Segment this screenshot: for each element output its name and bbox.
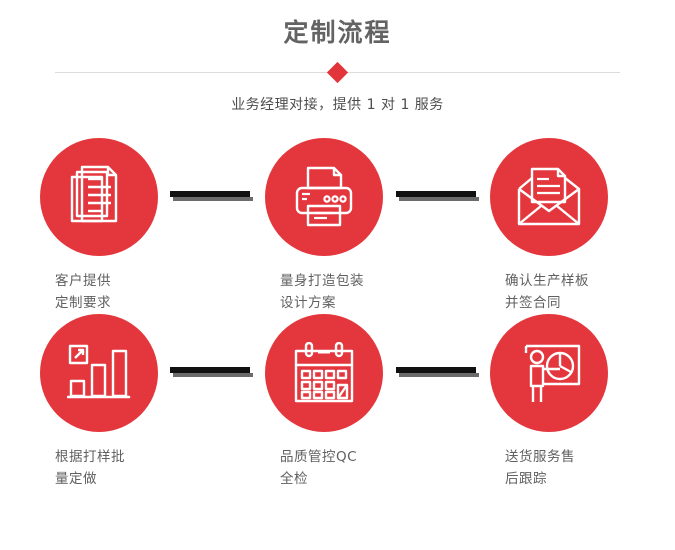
flow-row-top: 客户提供 定制要求	[0, 138, 675, 360]
step-2-caption: 量身打造包装 设计方案	[280, 270, 450, 314]
calendar-icon	[294, 342, 354, 403]
step-2-caption-line2: 设计方案	[280, 295, 336, 311]
step-4-caption-line2: 量定做	[55, 471, 97, 487]
step-5-caption-line2: 全检	[280, 471, 308, 487]
connector-shadow	[173, 373, 253, 377]
connector-step2-step3	[396, 191, 479, 201]
process-flow: 客户提供 定制要求	[0, 138, 675, 490]
connector-bar	[396, 191, 476, 197]
connector-shadow	[399, 197, 479, 201]
documents-stack-icon	[70, 165, 118, 223]
step-6-caption-line2: 后跟踪	[505, 471, 547, 487]
connector-step1-step2	[170, 191, 253, 201]
presenter-pie-chart-icon	[524, 344, 581, 402]
step-5-icon-circle	[265, 314, 383, 432]
flow-row-bottom: 根据打样批 量定做	[0, 314, 675, 490]
flow-step-4[interactable]: 根据打样批 量定做	[0, 314, 225, 490]
connector-shadow	[399, 373, 479, 377]
step-1-caption: 客户提供 定制要求	[55, 270, 225, 314]
flow-step-1[interactable]: 客户提供 定制要求	[0, 138, 225, 314]
step-4-caption-line1: 根据打样批	[55, 449, 125, 465]
bar-chart-growth-icon	[67, 344, 131, 399]
step-6-icon-circle	[490, 314, 608, 432]
step-4-caption: 根据打样批 量定做	[55, 446, 225, 490]
page-title: 定制流程	[283, 18, 392, 47]
step-5-caption: 品质管控QC 全检	[280, 446, 450, 490]
step-1-caption-line1: 客户提供	[55, 273, 111, 289]
step-3-icon-circle	[490, 138, 608, 256]
connector-step4-step5	[170, 367, 253, 377]
flow-step-3[interactable]: 确认生产样板 并签合同	[450, 138, 675, 314]
connector-shadow	[173, 197, 253, 201]
printer-icon	[295, 166, 353, 227]
envelope-letter-icon	[517, 167, 581, 226]
page-subtitle: 业务经理对接，提供 1 对 1 服务	[231, 97, 444, 113]
connector-step5-step6	[396, 367, 479, 377]
flow-step-5[interactable]: 品质管控QC 全检	[225, 314, 450, 490]
step-1-icon-circle	[40, 138, 158, 256]
step-2-icon-circle	[265, 138, 383, 256]
flow-step-2[interactable]: 量身打造包装 设计方案	[225, 138, 450, 314]
connector-bar	[396, 367, 476, 373]
step-3-caption-line2: 并签合同	[505, 295, 561, 311]
header-divider	[0, 58, 675, 88]
step-4-icon-circle	[40, 314, 158, 432]
page-header: 定制流程 业务经理对接，提供 1 对 1 服务	[0, 0, 675, 116]
step-1-caption-line2: 定制要求	[55, 295, 111, 311]
step-2-caption-line1: 量身打造包装	[280, 273, 364, 289]
step-6-caption-line1: 送货服务售	[505, 449, 575, 465]
diamond-icon	[326, 61, 349, 83]
connector-bar	[170, 191, 250, 197]
step-6-caption: 送货服务售 后跟踪	[505, 446, 675, 490]
step-3-caption-line1: 确认生产样板	[505, 273, 589, 289]
connector-bar	[170, 367, 250, 373]
step-3-caption: 确认生产样板 并签合同	[505, 270, 675, 314]
flow-step-6[interactable]: 送货服务售 后跟踪	[450, 314, 675, 490]
step-5-caption-line1: 品质管控QC	[280, 449, 358, 465]
